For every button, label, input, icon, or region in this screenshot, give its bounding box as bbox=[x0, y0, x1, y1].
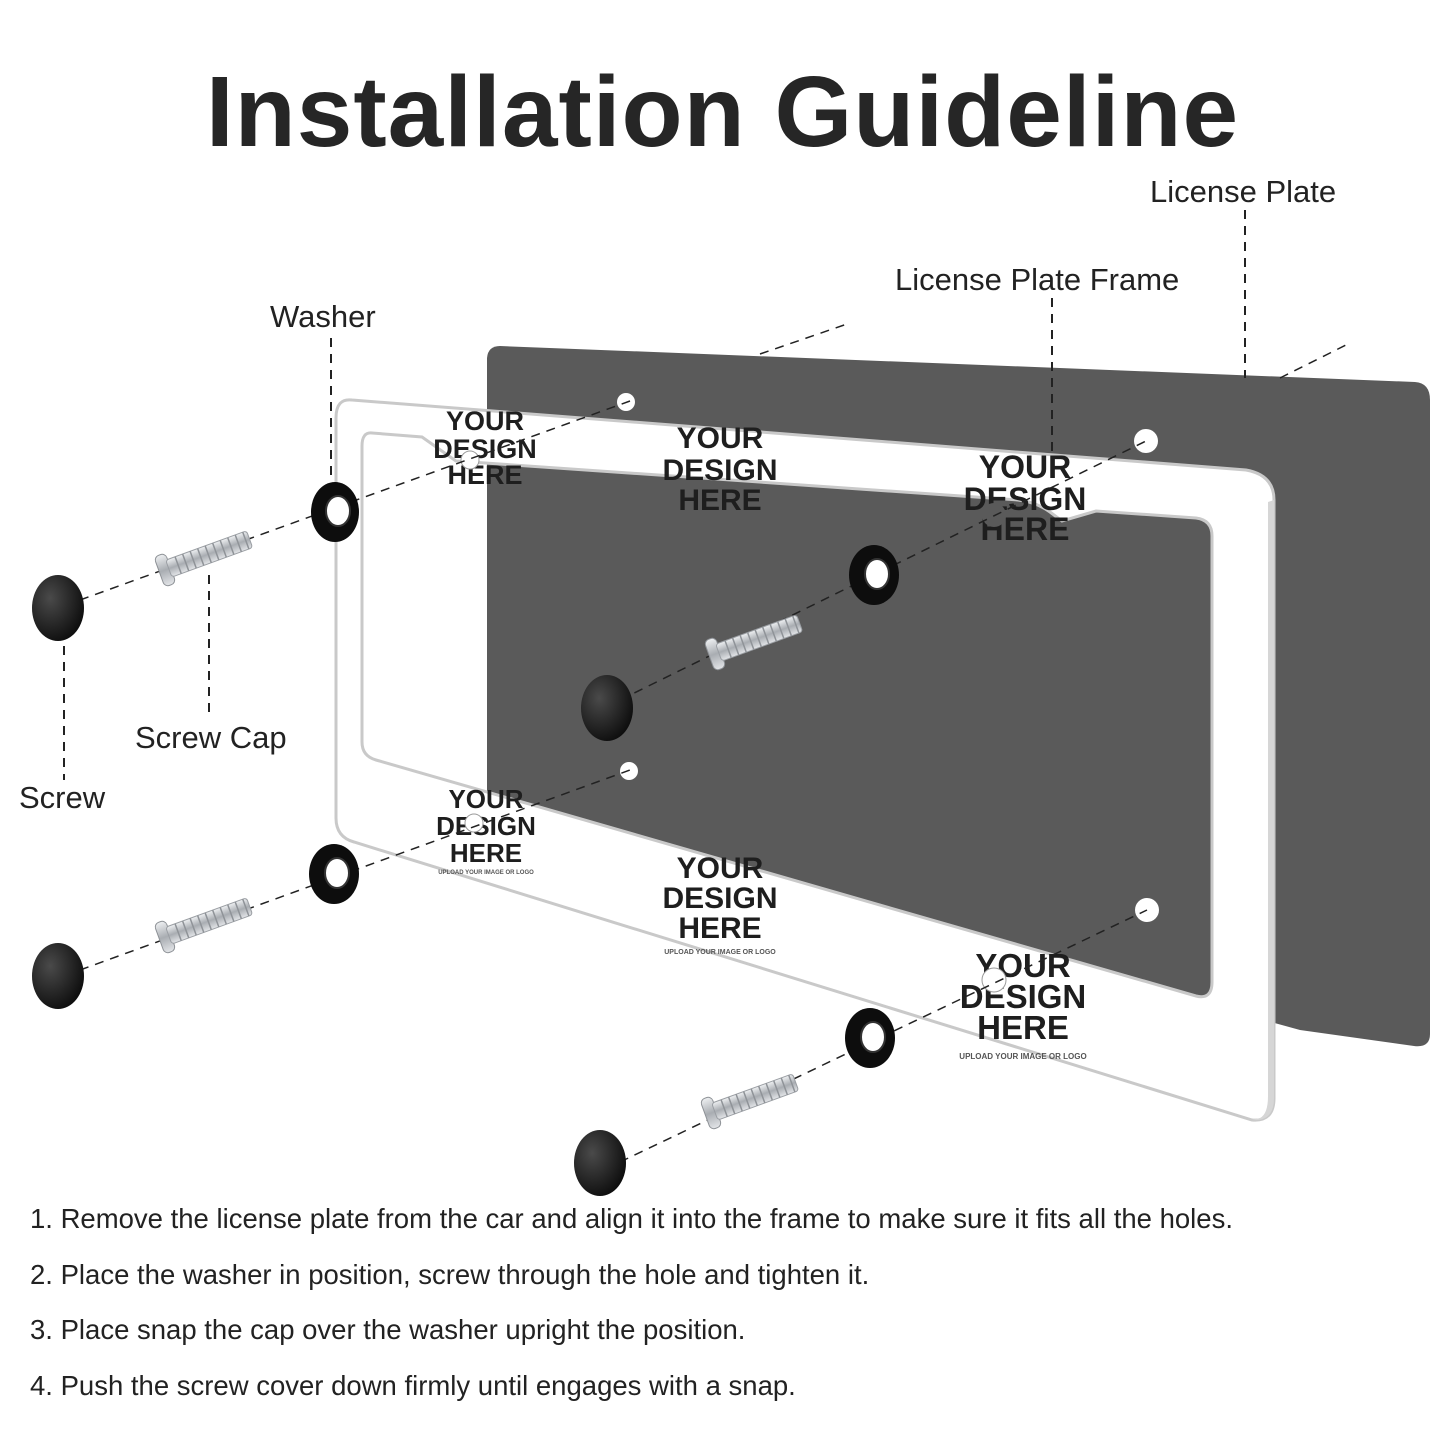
washer-icon bbox=[845, 1008, 895, 1068]
washer-icon bbox=[849, 545, 899, 605]
design-line-1: YOUR bbox=[979, 449, 1071, 485]
license-plate bbox=[487, 346, 1430, 1047]
design-line-2: DESIGN bbox=[662, 454, 777, 487]
screw-cap-icon bbox=[581, 675, 633, 741]
screw-icon bbox=[153, 890, 256, 955]
screw-cap-icon bbox=[32, 575, 84, 641]
design-line-3: HERE bbox=[977, 1009, 1069, 1046]
callout-leaders bbox=[63, 210, 1246, 780]
frame-print-top-left: YOUR DESIGN HERE bbox=[433, 406, 537, 490]
frame-hole bbox=[464, 813, 484, 833]
plate-hole bbox=[1134, 429, 1158, 453]
instruction-steps: 1. Remove the license plate from the car… bbox=[30, 1202, 1430, 1424]
design-line-1: YOUR bbox=[448, 784, 523, 814]
design-line-1: YOUR bbox=[677, 422, 764, 455]
design-line-3: HERE bbox=[450, 838, 522, 868]
frame-hole bbox=[981, 967, 1007, 993]
instruction-step: 1. Remove the license plate from the car… bbox=[30, 1203, 1233, 1234]
design-subline: UPLOAD YOUR IMAGE OR LOGO bbox=[438, 870, 534, 876]
screw-cap-icon bbox=[574, 1130, 626, 1196]
washer-icon bbox=[309, 844, 359, 904]
design-subline: UPLOAD YOUR IMAGE OR LOGO bbox=[664, 949, 776, 956]
label-license-plate-frame: License Plate Frame bbox=[895, 262, 1180, 297]
design-subline: UPLOAD YOUR IMAGE OR LOGO bbox=[959, 1052, 1086, 1061]
screw-cap-icon bbox=[32, 943, 84, 1009]
frame-shadow bbox=[1252, 500, 1274, 1121]
label-screw: Screw bbox=[19, 780, 106, 815]
instruction-step: 3. Place snap the cap over the washer up… bbox=[30, 1314, 746, 1345]
frame-hole bbox=[460, 450, 480, 470]
design-line-2: DESIGN bbox=[960, 978, 1087, 1015]
design-line-1: YOUR bbox=[446, 406, 524, 436]
screw-icon bbox=[153, 523, 256, 588]
frame-print-top-center: YOUR DESIGN HERE bbox=[662, 422, 777, 517]
frame-print-bottom-center: YOUR DESIGN HERE UPLOAD YOUR IMAGE OR LO… bbox=[662, 852, 777, 956]
page-title: Installation Guideline bbox=[205, 56, 1240, 168]
instruction-step: 2. Place the washer in position, screw t… bbox=[30, 1258, 870, 1290]
design-line-2: DESIGN bbox=[662, 882, 777, 915]
instruction-step: 4. Push the screw cover down firmly unti… bbox=[30, 1369, 796, 1401]
washer-icon bbox=[311, 482, 359, 542]
frame-print-bottom-left: YOUR DESIGN HERE UPLOAD YOUR IMAGE OR LO… bbox=[436, 784, 536, 876]
design-line-2: DESIGN bbox=[433, 434, 537, 464]
frame-hole bbox=[982, 503, 1006, 527]
screw-icon bbox=[699, 1066, 802, 1131]
design-line-1: YOUR bbox=[677, 852, 764, 885]
design-line-3: HERE bbox=[447, 460, 522, 490]
label-washer: Washer bbox=[270, 299, 376, 334]
design-line-3: HERE bbox=[678, 912, 761, 945]
label-screw-cap: Screw Cap bbox=[135, 720, 287, 755]
design-line-3: HERE bbox=[678, 484, 761, 517]
design-line-2: DESIGN bbox=[436, 811, 536, 841]
label-license-plate: License Plate bbox=[1150, 174, 1337, 209]
frame-print-bottom-right: YOUR DESIGN HERE UPLOAD YOUR IMAGE OR LO… bbox=[959, 947, 1086, 1061]
